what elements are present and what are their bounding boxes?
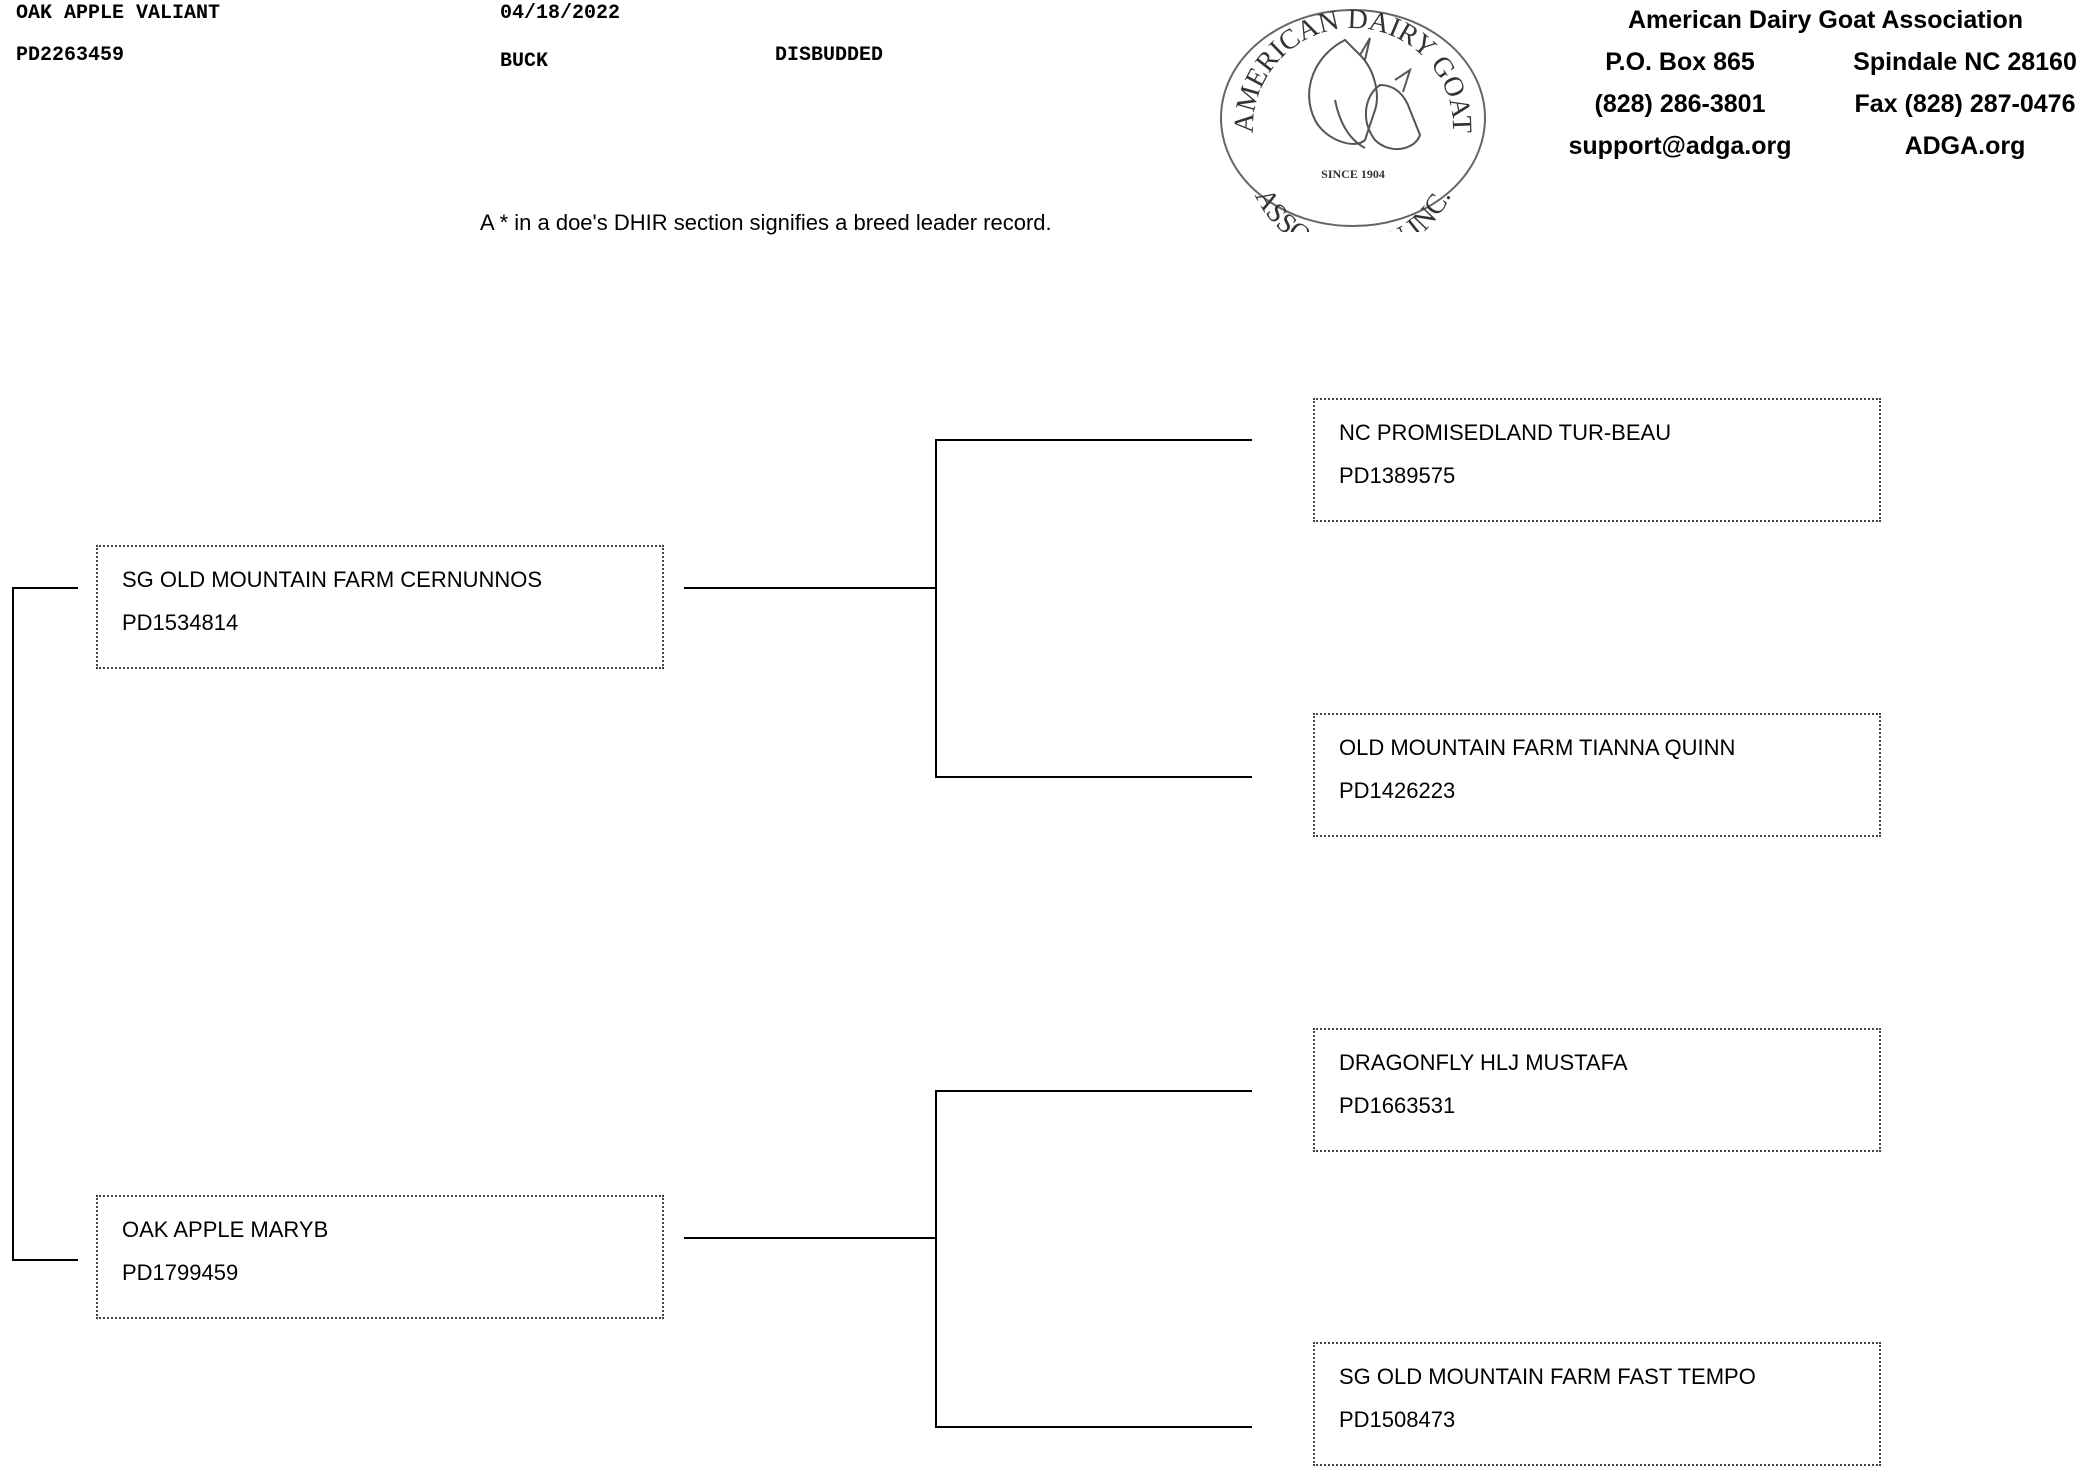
horn-status: DISBUDDED [775,44,884,67]
association-city: Spindale NC 28160 [1853,48,2077,76]
association-email: support@adga.org [1568,132,1792,160]
dam-sire-box: DRAGONFLY HLJ MUSTAFA PD1663531 [1313,1028,1881,1152]
association-website: ADGA.org [1904,132,2026,160]
goat-heads-icon [1308,37,1422,150]
sire-name: SG OLD MOUNTAIN FARM CERNUNNOS [122,567,543,592]
sex: BUCK [500,50,549,73]
sire-sire-box: NC PROMISEDLAND TUR-BEAU PD1389575 [1313,398,1881,522]
registration-number: PD2263459 [16,44,125,67]
dam-reg-number: PD1799459 [122,1260,239,1285]
dam-sire-reg-number: PD1663531 [1339,1093,1456,1118]
sire-dam-reg-number: PD1426223 [1339,778,1456,803]
association-phone: (828) 286-3801 [1594,90,1766,118]
logo-since-text: SINCE 1904 [1321,167,1385,181]
sire-sire-name: NC PROMISEDLAND TUR-BEAU [1339,420,1672,445]
sire-box: SG OLD MOUNTAIN FARM CERNUNNOS PD1534814 [96,545,664,669]
dam-name: OAK APPLE MARYB [122,1217,329,1242]
sire-sire-reg-number: PD1389575 [1339,463,1456,488]
sire-dam-name: OLD MOUNTAIN FARM TIANNA QUINN [1339,735,1736,760]
association-name: American Dairy Goat Association [1628,6,2024,34]
association-po-box: P.O. Box 865 [1605,48,1755,76]
dam-dam-box: SG OLD MOUNTAIN FARM FAST TEMPO PD150847… [1313,1342,1881,1466]
sire-dam-box: OLD MOUNTAIN FARM TIANNA QUINN PD1426223 [1313,713,1881,837]
dam-sire-name: DRAGONFLY HLJ MUSTAFA [1339,1050,1628,1075]
breed-leader-note: A * in a doe's DHIR section signifies a … [480,210,1052,235]
dam-dam-name: SG OLD MOUNTAIN FARM FAST TEMPO [1339,1364,1756,1389]
dam-box: OAK APPLE MARYB PD1799459 [96,1195,664,1319]
dam-dam-reg-number: PD1508473 [1339,1407,1456,1432]
birth-date: 04/18/2022 [500,2,621,25]
animal-name: OAK APPLE VALIANT [16,2,221,25]
association-fax: Fax (828) 287-0476 [1854,90,2076,118]
sire-reg-number: PD1534814 [122,610,239,635]
